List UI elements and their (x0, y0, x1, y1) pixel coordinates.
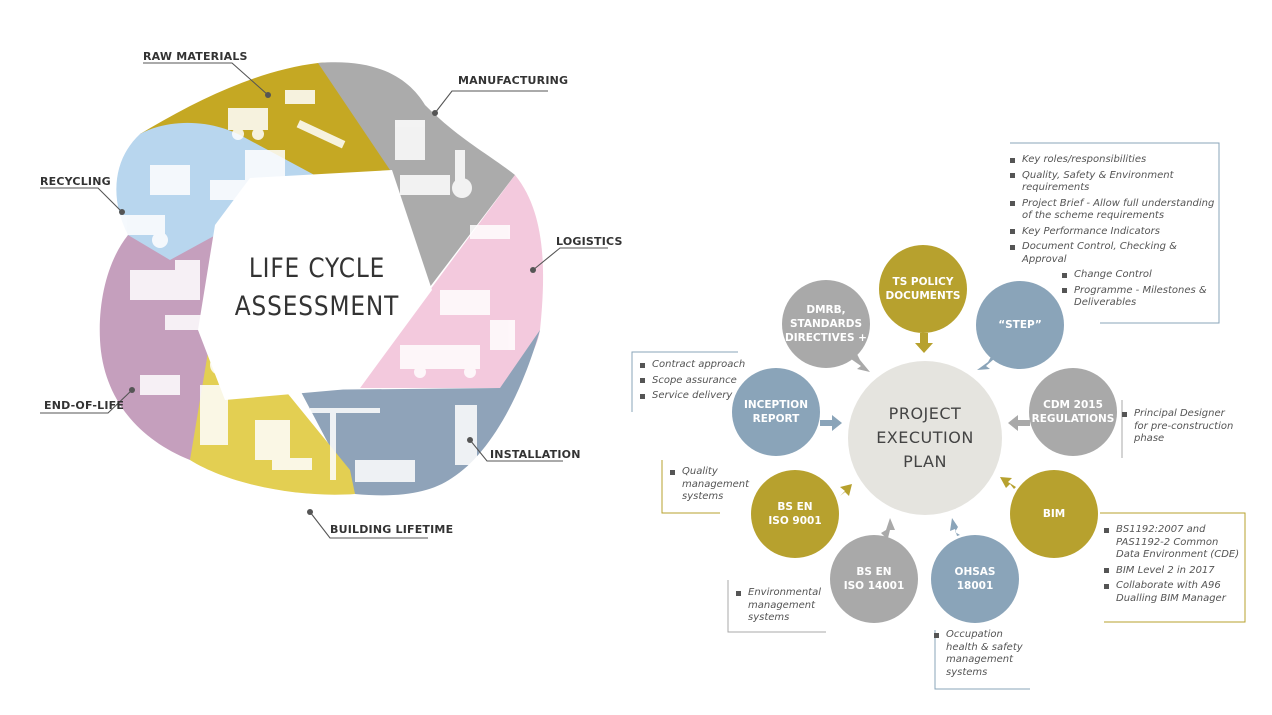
arrow-ohsas (950, 518, 960, 536)
note-borders (631, 142, 1246, 690)
leader-lines (40, 62, 608, 539)
arrow-bim (1000, 477, 1016, 489)
note-border-step (1010, 142, 1220, 324)
node-bim-line1: BIM (1042, 508, 1066, 520)
node-cdm-line2: REGULATIONS (1031, 413, 1115, 425)
note-step: Key roles/responsibilities Quality, Safe… (1008, 154, 1218, 313)
note-border-ohsas (934, 630, 1030, 690)
arrow-iso9001 (840, 484, 852, 496)
note-border-iso14001 (727, 580, 826, 633)
label-logistics: LOGISTICS (556, 235, 623, 248)
note-step-item: Key roles/responsibilities (1008, 154, 1218, 167)
segment-installation (300, 330, 540, 496)
note-iso9001: Quality management systems (668, 466, 754, 507)
pep-arrows-grey (851, 354, 1030, 538)
label-manufacturing: MANUFACTURING (458, 74, 569, 87)
wheel-center (198, 170, 432, 400)
node-dmrb: DMRB, STANDARDS DIRECTIVES + (782, 280, 870, 368)
node-dmrb-line2: STANDARDS (789, 318, 863, 330)
node-dmrb-line1: DMRB, (806, 304, 846, 316)
node-iso14001: BS EN ISO 14001 (830, 535, 918, 623)
leader-dots (119, 92, 536, 515)
node-ts-policy-line2: DOCUMENTS (885, 290, 961, 302)
note-step-item: Quality, Safety & Environment requiremen… (1008, 170, 1218, 195)
node-cdm-line1: CDM 2015 (1043, 399, 1103, 411)
note-step-item: Document Control, Checking & Approval (1008, 241, 1218, 266)
leader-end-of-life (40, 389, 133, 414)
lifecycle-title-line2: ASSESSMENT (234, 291, 400, 322)
node-iso9001-line2: ISO 9001 (768, 515, 822, 527)
arrow-iso14001 (881, 518, 895, 538)
node-iso9001: BS EN ISO 9001 (751, 470, 839, 558)
node-ts-policy: TS POLICY DOCUMENTS (879, 245, 967, 333)
node-step: “STEP” (976, 281, 1064, 369)
node-bim: BIM (1010, 470, 1098, 558)
pep-center-circle: PROJECT EXECUTION PLAN (848, 361, 1002, 515)
note-border-iso9001 (661, 460, 720, 514)
leader-logistics (532, 247, 608, 271)
note-step-item: Project Brief - Allow full understanding… (1008, 198, 1218, 223)
arrow-dmrb (851, 354, 870, 372)
note-inception-item: Contract approach (638, 359, 748, 372)
node-cdm: CDM 2015 REGULATIONS (1029, 368, 1117, 456)
note-bim: BS1192:2007 and PAS1192-2 Common Data En… (1102, 524, 1244, 608)
note-step-subitem: Change Control (1060, 269, 1218, 282)
label-recycling: RECYCLING (40, 175, 111, 188)
arrow-inception (820, 415, 842, 431)
note-inception-item: Service delivery (638, 390, 748, 403)
node-inception-line1: INCEPTION (743, 399, 809, 411)
leader-manufacturing (434, 90, 548, 114)
lifecycle-title: LIFE CYCLE ASSESSMENT (227, 250, 408, 326)
note-cdm-item: Principal Designer for pre-construction … (1120, 408, 1238, 446)
wheel-silhouettes (120, 90, 515, 482)
note-ohsas-item: Occupation health & safety management sy… (932, 629, 1028, 679)
note-border-bim (1100, 512, 1246, 623)
note-cdm: Principal Designer for pre-construction … (1120, 408, 1238, 449)
node-inception-line2: REPORT (752, 413, 800, 425)
node-ts-policy-line1: TS POLICY (892, 276, 954, 288)
lifecycle-title-line1: LIFE CYCLE (248, 253, 386, 284)
note-bim-item: Collaborate with A96 Dualling BIM Manage… (1102, 580, 1244, 605)
note-bim-item: BIM Level 2 in 2017 (1102, 565, 1244, 578)
pep-center-line2: EXECUTION (876, 428, 974, 447)
arrow-cdm (1008, 415, 1030, 431)
node-iso9001-line1: BS EN (777, 501, 813, 513)
node-ohsas-line1: OHSAS (954, 566, 996, 578)
pep-center-line1: PROJECT (888, 404, 962, 423)
note-iso9001-item: Quality management systems (668, 466, 754, 504)
node-ohsas: OHSAS 18001 (931, 535, 1019, 623)
note-iso14001-item: Environmental management systems (734, 587, 826, 625)
pep-arrows (840, 333, 1016, 496)
note-inception-item: Scope assurance (638, 375, 748, 388)
pep-center-line3: PLAN (903, 452, 947, 471)
node-inception: INCEPTION REPORT (732, 368, 820, 456)
label-building-lifetime: BUILDING LIFETIME (330, 523, 454, 536)
note-border-inception (631, 351, 738, 412)
leader-installation (469, 439, 563, 462)
node-iso14001-line2: ISO 14001 (843, 580, 905, 592)
leader-recycling (40, 187, 123, 213)
note-step-subitem: Programme - Milestones & Deliverables (1060, 285, 1218, 310)
node-iso14001-line1: BS EN (856, 566, 892, 578)
label-end-of-life: END-OF-LIFE (44, 399, 125, 412)
leader-raw-materials (143, 62, 269, 96)
arrow-ts-policy (915, 333, 933, 353)
note-bim-item: BS1192:2007 and PAS1192-2 Common Data En… (1102, 524, 1244, 562)
note-iso14001: Environmental management systems (734, 587, 826, 628)
label-raw-materials: RAW MATERIALS (143, 50, 248, 63)
node-dmrb-line3: DIRECTIVES + (785, 332, 867, 344)
label-installation: INSTALLATION (490, 448, 581, 461)
leader-building-lifetime (309, 511, 428, 539)
note-step-item: Key Performance Indicators (1008, 226, 1218, 239)
node-ohsas-line2: 18001 (956, 580, 994, 592)
node-step-line1: “STEP” (998, 319, 1042, 331)
note-ohsas: Occupation health & safety management sy… (932, 629, 1028, 682)
note-inception: Contract approach Scope assurance Servic… (638, 359, 748, 406)
